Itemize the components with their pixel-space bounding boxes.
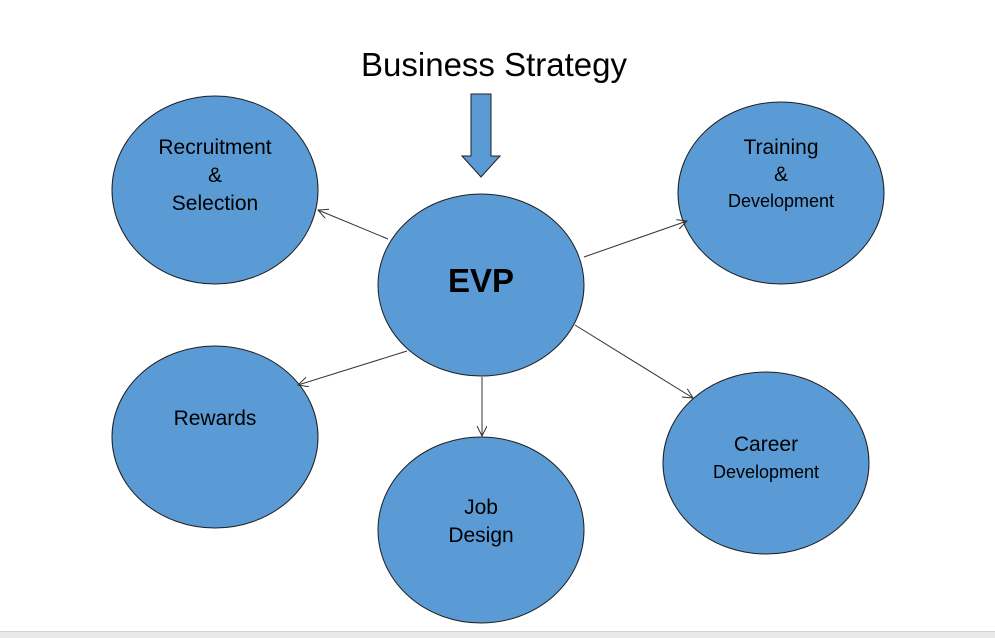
rewards-label: Rewards — [173, 407, 257, 430]
training-development-label: Training & Development — [681, 134, 881, 214]
bubble-recruitment-selection — [111, 95, 319, 285]
recruitment-selection-label: Recruitment & Selection — [115, 134, 315, 218]
bottom-scroll-edge — [0, 631, 995, 638]
training-ampersand: & — [773, 163, 788, 186]
bubble-career-development — [662, 371, 870, 555]
connector-evp-to-recruitment — [318, 210, 389, 240]
career-development-label: Career Development — [666, 431, 866, 485]
job-design-label: Job Design — [381, 494, 581, 550]
strategy-down-arrow — [460, 93, 502, 178]
diagram-title: Business Strategy — [361, 46, 627, 83]
bubble-rewards — [111, 345, 319, 529]
training-text: Training — [743, 136, 819, 159]
recruitment-ampersand: & — [207, 164, 222, 187]
bubble-training-development — [677, 101, 885, 285]
connector-evp-to-rewards — [298, 350, 408, 385]
development-text: Development — [727, 191, 835, 211]
selection-text: Selection — [171, 192, 259, 215]
design-text: Design — [448, 524, 514, 547]
evp-label: EVP — [447, 262, 515, 299]
bubble-evp — [377, 193, 585, 377]
job-text: Job — [464, 496, 498, 519]
career-development-text: Development — [712, 462, 820, 482]
recruitment-text: Recruitment — [158, 136, 272, 159]
career-text: Career — [733, 433, 799, 456]
connector-evp-to-training — [583, 221, 687, 258]
connector-evp-to-career — [574, 324, 693, 398]
